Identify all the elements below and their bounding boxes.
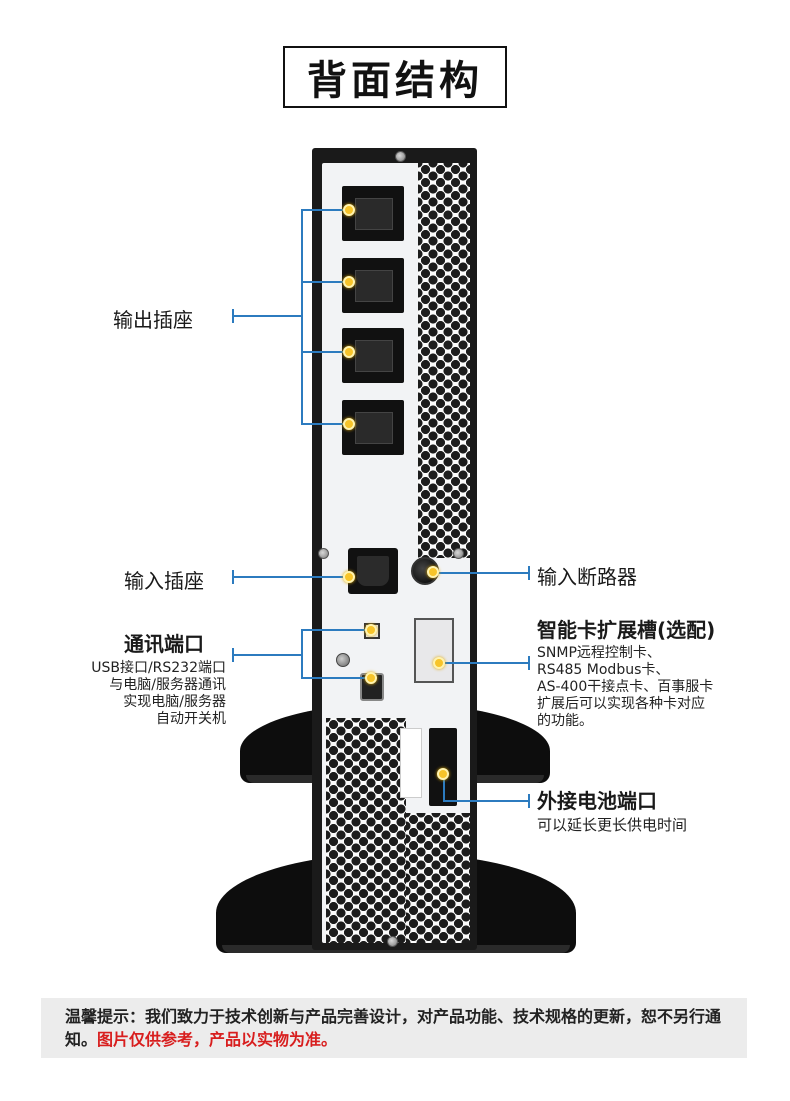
leader-line — [441, 662, 530, 664]
marker-dot — [433, 657, 445, 669]
title-box: 背面结构 — [283, 46, 513, 114]
vent-grille-bottom — [326, 718, 406, 943]
leader-line — [232, 315, 303, 317]
breaker-label: 输入断路器 — [537, 565, 637, 589]
marker-dot — [343, 276, 355, 288]
comm-port-description: USB接口/RS232端口 与电脑/服务器通讯 实现电脑/服务器 自动开关机 — [91, 660, 226, 727]
leader-line — [301, 351, 345, 353]
marker-dot — [365, 672, 377, 684]
leader-line — [301, 209, 303, 424]
input-socket — [348, 548, 398, 594]
screw-icon — [395, 151, 406, 162]
leader-line — [301, 629, 367, 631]
leader-line — [435, 572, 530, 574]
leader-line — [301, 209, 345, 211]
leader-line — [443, 774, 445, 802]
smart-card-slot — [414, 618, 454, 683]
marker-dot — [437, 768, 449, 780]
screw-icon — [387, 936, 398, 947]
marker-dot — [343, 571, 355, 583]
smart-slot-label: 智能卡扩展槽(选配) — [537, 618, 716, 642]
battery-port-label: 外接电池端口 — [537, 789, 657, 813]
battery-port-description: 可以延长更长供电时间 — [537, 816, 688, 834]
leader-line — [232, 654, 303, 656]
footer-notice: 温馨提示：我们致力于技术创新与产品完善设计，对产品功能、技术规格的更新，恕不另行… — [41, 998, 747, 1058]
smart-slot-description: SNMP远程控制卡、 RS485 Modbus卡、 AS-400干接点卡、百事服… — [537, 645, 714, 729]
leader-line — [445, 800, 530, 802]
input-socket-label: 输入插座 — [124, 569, 204, 593]
screw-icon — [318, 548, 329, 559]
output-socket-4 — [342, 400, 404, 455]
leader-line — [301, 423, 345, 425]
rear-panel-plate — [322, 163, 470, 943]
marker-dot — [365, 624, 377, 636]
page-title: 背面结构 — [307, 58, 483, 104]
marker-dot — [343, 346, 355, 358]
leader-line — [301, 629, 303, 679]
vent-grille-top — [418, 163, 470, 558]
ground-screw-icon — [336, 653, 350, 667]
output-socket-label: 输出插座 — [113, 308, 193, 332]
ups-device — [216, 148, 576, 953]
rating-label-plate — [400, 728, 422, 798]
footer-text: 温馨提示：我们致力于技术创新与产品完善设计，对产品功能、技术规格的更新，恕不另行… — [65, 1007, 722, 1049]
marker-dot — [427, 566, 439, 578]
vent-grille-bottom-right — [406, 813, 470, 943]
marker-dot — [343, 418, 355, 430]
leader-line — [232, 576, 345, 578]
rear-panel — [312, 148, 477, 950]
marker-dot — [343, 204, 355, 216]
footer-disclaimer: 图片仅供参考，产品以实物为准。 — [97, 1030, 338, 1049]
comm-port-label: 通讯端口 — [124, 632, 204, 656]
screw-icon — [453, 548, 464, 559]
leader-line — [301, 281, 345, 283]
leader-line — [301, 677, 367, 679]
